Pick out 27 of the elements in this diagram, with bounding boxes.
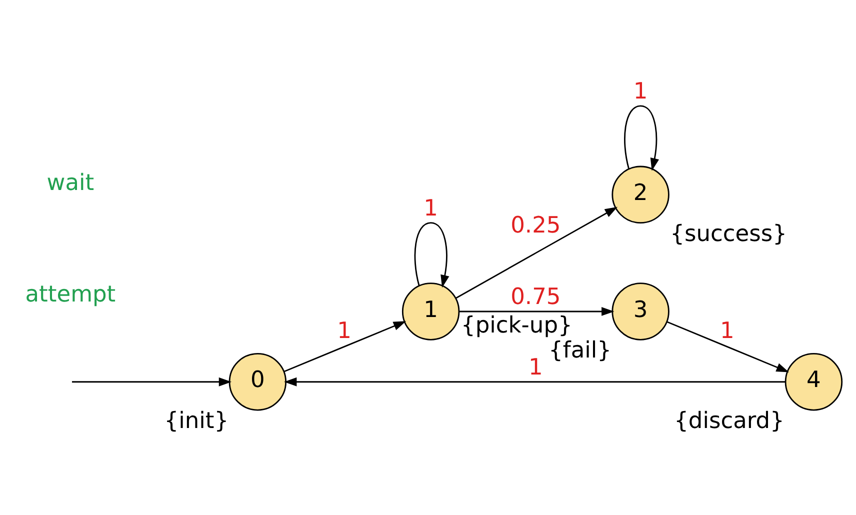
arrow <box>459 306 614 316</box>
node-label: {pick-up} <box>461 312 572 338</box>
edge-label: 1 <box>424 194 438 221</box>
node-label: {fail} <box>548 337 612 364</box>
arrow <box>284 376 786 386</box>
label: wait <box>46 170 94 196</box>
node-label: {success} <box>670 220 787 246</box>
arrow <box>284 320 406 372</box>
label: attempt <box>25 280 116 307</box>
edge-label: 0.75 <box>510 284 561 310</box>
node-label: {init} <box>164 408 229 434</box>
node-label: {discard} <box>674 408 784 434</box>
node-circle: 4 <box>784 352 843 410</box>
node-circle: 2 <box>612 165 670 224</box>
edge-label: 0.25 <box>510 212 561 238</box>
edge-label: 1 <box>528 354 543 380</box>
edge-label: 1 <box>633 78 648 104</box>
arrow <box>624 104 659 170</box>
node-circle: 1 <box>402 282 460 340</box>
arrow <box>414 222 450 288</box>
node-circle: 0 <box>228 352 287 410</box>
arrow <box>666 320 790 372</box>
node-circle: 3 <box>612 282 670 340</box>
edge-label: 1 <box>337 317 352 344</box>
arrow <box>72 376 232 386</box>
edge-label: 1 <box>720 317 734 344</box>
arrow <box>456 206 618 298</box>
